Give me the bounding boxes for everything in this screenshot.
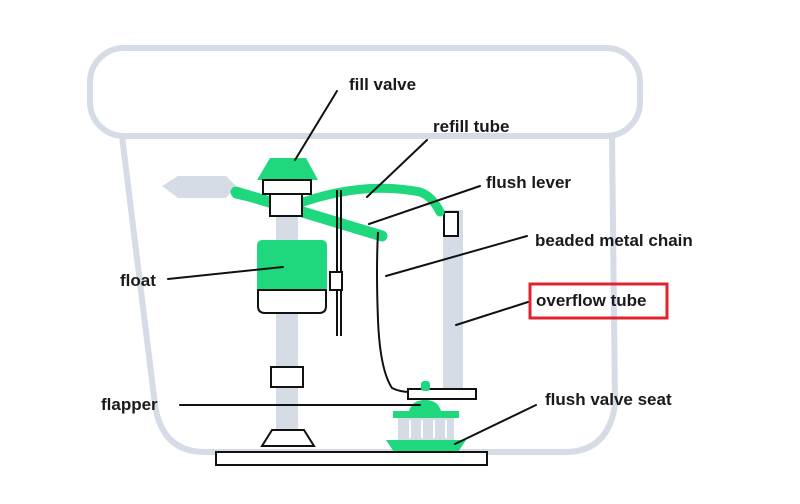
fill-valve-neck [269, 193, 303, 217]
float-shape [257, 240, 327, 292]
fill-valve-cap [257, 158, 318, 180]
label-beaded-metal-chain: beaded metal chain [535, 231, 693, 250]
leader-refill-tube [366, 139, 428, 198]
flapper-shape [409, 400, 441, 411]
flapper-band [393, 411, 459, 418]
fill-valve-collar [262, 179, 312, 195]
beaded-metal-chain-shape [376, 231, 411, 393]
leader-fill-valve [294, 90, 338, 161]
label-flapper: flapper [101, 395, 158, 414]
leader-flush-valve-seat [454, 404, 537, 445]
label-flush-lever: flush lever [486, 173, 571, 192]
flush-lever-handle [162, 176, 236, 198]
flapper-knob [421, 381, 430, 391]
overflow-tube-cap [443, 211, 459, 237]
leader-beaded-chain [385, 235, 528, 277]
tank-floor [215, 451, 488, 466]
leader-flush-lever [368, 185, 481, 225]
flush-valve-seat-body [398, 418, 454, 440]
label-flush-valve-seat: flush valve seat [545, 390, 672, 409]
float-clip [329, 271, 343, 291]
flush-valve-seat-flange [386, 440, 466, 452]
label-fill-valve: fill valve [349, 75, 416, 94]
leader-overflow-tube [455, 301, 529, 326]
leader-float [167, 266, 284, 280]
label-float: float [120, 271, 156, 290]
fill-valve-lock-nut [270, 366, 304, 388]
flapper-arm [407, 388, 477, 400]
float-lower-cup [257, 289, 327, 314]
fill-valve-base [260, 429, 316, 447]
tank-lid [87, 45, 643, 139]
fill-valve-body [276, 214, 298, 246]
label-overflow-tube: overflow tube [536, 291, 647, 310]
overflow-tube-highlight-box [528, 282, 669, 320]
flush-lever-arm [230, 186, 388, 242]
label-refill-tube: refill tube [433, 117, 510, 136]
